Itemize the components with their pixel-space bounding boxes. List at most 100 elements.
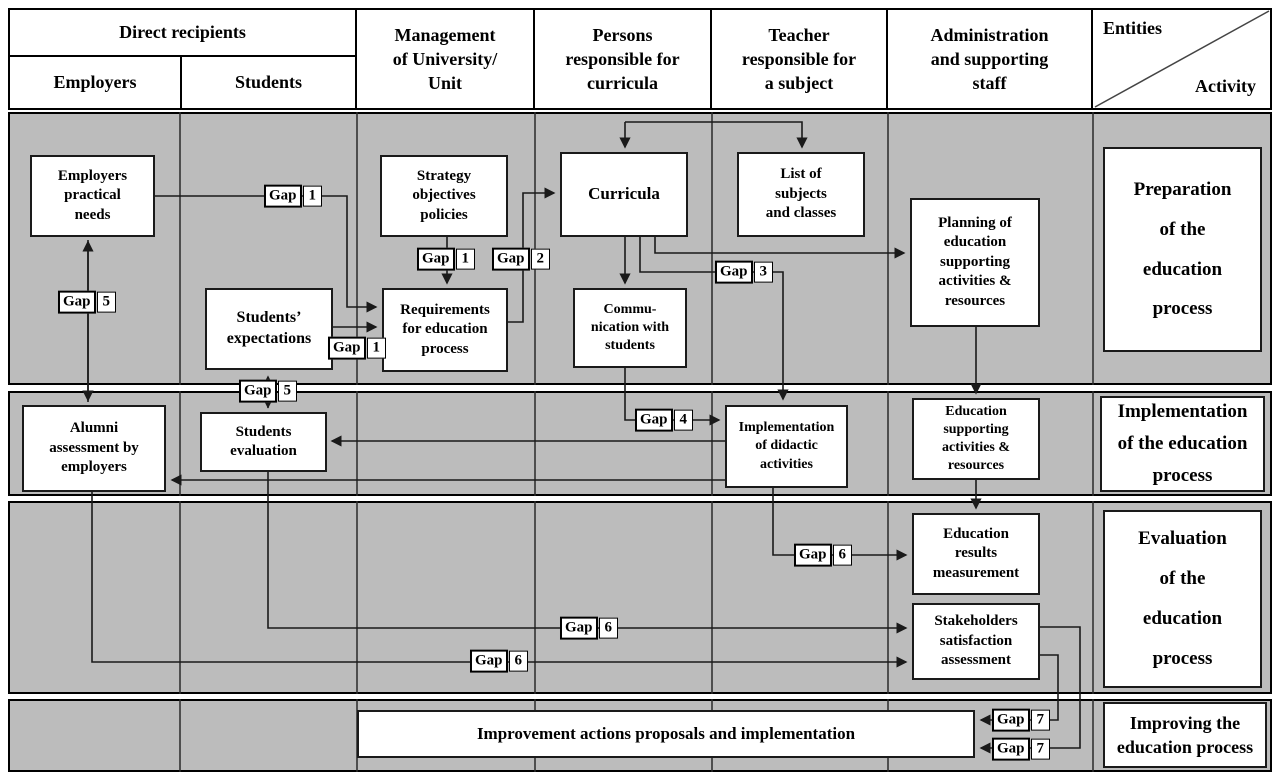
connectors [82,121,1081,754]
gap-word: Gap [793,543,832,567]
node-education-results-label: Education results measurement [932,525,1020,581]
connector-gap1-employers-to-requirements [155,195,378,313]
header-management-label: Management of University/ Unit [392,24,498,94]
header-admin-staff-label: Administration and supporting staff [930,24,1049,94]
node-employers-practical-needs-label: Employers practical needs [57,167,128,223]
node-education-results: Education results measurement [912,513,1040,595]
gap-number: 7 [1030,738,1051,760]
header-teacher: Teacher responsible for a subject [710,8,888,110]
node-curricula-label: Curricula [588,184,660,204]
gap-word: Gap [991,737,1030,761]
gap-number: 6 [832,544,853,566]
gap-number: 1 [366,337,387,359]
node-education-supporting-label: Education supporting activities & resour… [941,403,1011,474]
activity-label-improving: Improving the education process [1103,702,1267,768]
node-strategy-objectives-policies: Strategy objectives policies [380,155,508,237]
gap-word: Gap [991,708,1030,732]
node-improvement-actions-label: Improvement actions proposals and implem… [476,723,856,743]
node-students-evaluation-label: Students evaluation [230,423,297,460]
node-implementation-didactic: Implementation of didactic activities [725,405,848,488]
connector-gap7-stakeholders-to-improvement-lower [979,626,1081,754]
header-direct-recipients-label: Direct recipients [119,22,246,43]
header-entities-label: Entities [1103,18,1163,38]
node-list-of-subjects-label: List of subjects and classes [765,166,837,222]
activity-label-preparation: Preparation of the education process [1103,147,1262,352]
gap-number: 1 [455,248,476,270]
gap-word: Gap [263,184,302,208]
node-students-expectations-label: Students’ expectations [226,309,312,347]
header-activity-label: Activity [1195,76,1256,96]
node-list-of-subjects: List of subjects and classes [737,152,865,237]
gap-word: Gap [327,336,366,360]
header-students: Students [180,55,357,110]
connector-gap6-implementation-to-eduresults [772,488,908,561]
activity-label-evaluation: Evaluation of the education process [1103,510,1262,688]
gap-number: 6 [508,650,529,672]
gap-word: Gap [469,649,508,673]
node-communication-students-label: Commu- nication with students [590,301,670,354]
connector-curricula-to-planning [654,237,906,259]
header-employers-label: Employers [53,72,137,93]
node-education-supporting: Education supporting activities & resour… [912,398,1040,480]
gap-number: 7 [1030,709,1051,731]
gap-word: Gap [416,247,455,271]
node-planning-supporting-label: Planning of education supporting activit… [938,214,1012,309]
activity-label-implementation: Implementation of the education process [1100,396,1265,492]
header-employers: Employers [8,55,182,110]
activity-label-evaluation-text: Evaluation of the education process [1138,528,1227,669]
gap-number: 3 [753,261,774,283]
node-curricula: Curricula [560,152,688,237]
header-diagonal [1094,10,1270,108]
header-admin-staff: Administration and supporting staff [886,8,1093,110]
gap-number: 5 [277,380,298,402]
gap-word: Gap [491,247,530,271]
gap-number: 6 [598,617,619,639]
node-strategy-objectives-policies-label: Strategy objectives policies [412,167,476,223]
gap-number: 2 [530,248,551,270]
activity-label-preparation-text: Preparation of the education process [1133,178,1232,320]
node-communication-students: Commu- nication with students [573,288,687,368]
node-students-evaluation: Students evaluation [200,412,327,472]
gap-word: Gap [238,379,277,403]
activity-label-implementation-text: Implementation of the education process [1117,400,1248,487]
node-planning-supporting: Planning of education supporting activit… [910,198,1040,327]
gap-number: 4 [673,409,694,431]
gap-number: 1 [302,185,323,207]
gap-number: 5 [96,291,117,313]
node-stakeholders-satisfaction-label: Stakeholders satisfaction assessment [934,613,1018,669]
header-students-label: Students [234,72,303,93]
node-requirements-education: Requirements for education process [382,288,508,372]
activity-label-improving-text: Improving the education process [1116,712,1254,757]
connector-gap3-curricula-to-implementation [639,237,789,401]
connector-gap6-alumni-to-stakeholders [91,492,908,668]
node-stakeholders-satisfaction: Stakeholders satisfaction assessment [912,603,1040,680]
gap-word: Gap [714,260,753,284]
node-alumni-assessment: Alumni assessment by employers [22,405,166,492]
node-requirements-education-label: Requirements for education process [400,301,490,357]
gap-word: Gap [559,616,598,640]
connector-bracket-to-list [625,121,808,149]
node-employers-practical-needs: Employers practical needs [30,155,155,237]
gap-word: Gap [57,290,96,314]
header-persons-curricula: Persons responsible for curricula [533,8,712,110]
header-persons-curricula-label: Persons responsible for curricula [565,24,680,94]
node-alumni-assessment-label: Alumni assessment by employers [49,420,139,476]
node-improvement-actions: Improvement actions proposals and implem… [357,710,975,758]
connector-gap6-studentseval-to-stakeholders [267,472,908,634]
node-students-expectations: Students’ expectations [205,288,333,370]
node-implementation-didactic-label: Implementation of didactic activities [738,420,835,472]
